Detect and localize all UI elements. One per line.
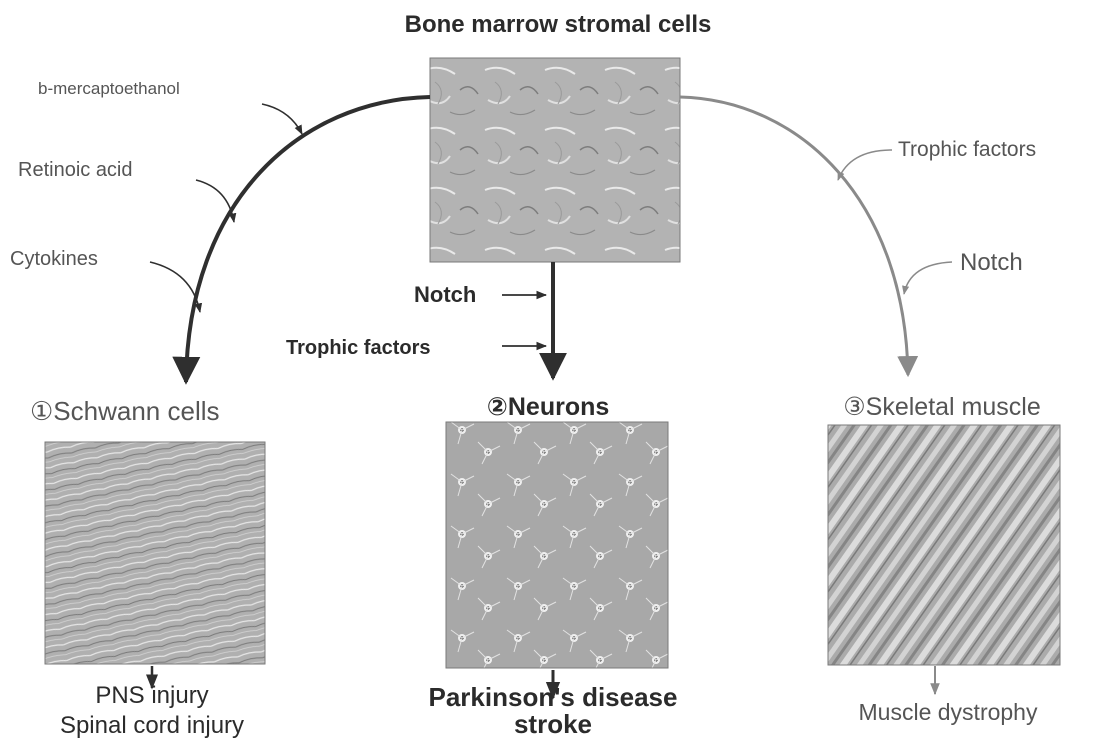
target-schwann-cells: ①Schwann cells (30, 396, 220, 426)
b-mercaptoethanol-arrow (262, 104, 302, 134)
target-skeletal-muscle: ③Skeletal muscle (843, 393, 1041, 421)
factor-retinoic-acid: Retinoic acid (18, 159, 133, 181)
factor-b-mercaptoethanol: b-mercaptoethanol (38, 79, 180, 98)
neurons-micrograph (446, 422, 668, 668)
factor-cytokines: Cytokines (10, 248, 98, 270)
outcome-parkinsons: Parkinson's disease (429, 682, 678, 712)
trophic-right-arrow (838, 150, 892, 180)
schwann-cells-micrograph (45, 442, 265, 664)
factor-notch-center: Notch (414, 282, 476, 307)
outcome-spinal-cord-injury: Spinal cord injury (60, 712, 244, 738)
muscle-differentiation-arrow (680, 97, 908, 375)
outcome-pns-injury: PNS injury (95, 682, 208, 709)
factor-notch-right: Notch (960, 249, 1023, 276)
outcome-stroke: stroke (514, 709, 592, 738)
outcome-muscle-dystrophy: Muscle dystrophy (859, 699, 1038, 725)
notch-right-arrow (904, 262, 952, 294)
skeletal-muscle-micrograph (828, 425, 1060, 665)
bmsc-micrograph (430, 58, 680, 262)
target-neurons: ②Neurons (487, 393, 610, 421)
factor-trophic-center: Trophic factors (286, 337, 430, 359)
diagram-title: Bone marrow stromal cells (405, 11, 712, 38)
factor-trophic-right: Trophic factors (898, 138, 1036, 161)
